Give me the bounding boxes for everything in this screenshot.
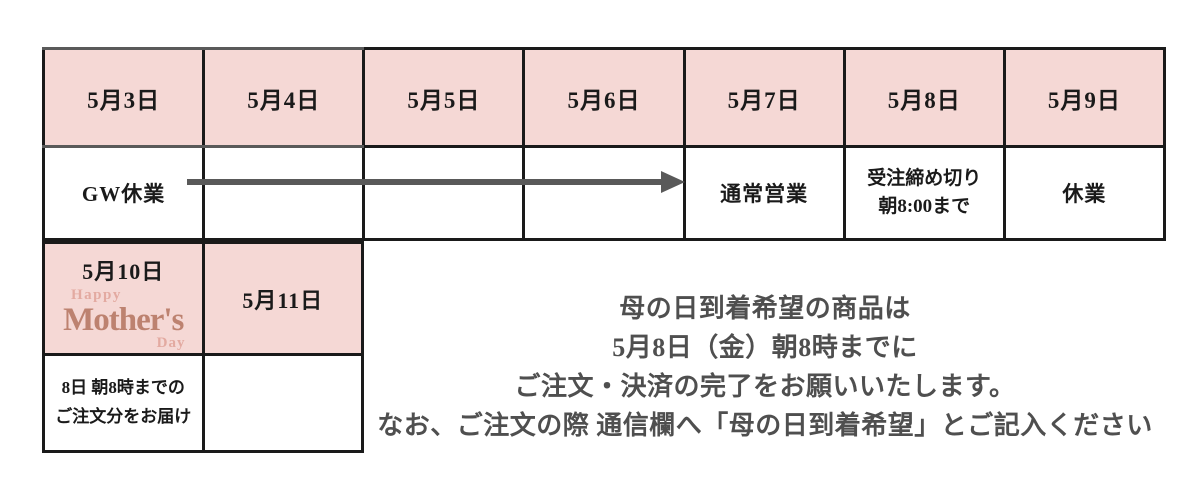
cell-closed: 休業 [1005, 148, 1163, 238]
cell-normal-business: 通常営業 [685, 148, 843, 238]
delivery-note-line2: ご注文分をお届け [55, 407, 192, 426]
cell-may10-mothers-day: 5月10日 Happy Mother's Day [45, 244, 202, 353]
gw-closure-arrow [187, 179, 663, 185]
logo-happy-text: Happy [71, 287, 122, 303]
header-cell-may9: 5月9日 [1005, 50, 1163, 145]
header-cell-may3: 5月3日 [45, 50, 203, 145]
notice-line2: 5月8日（金）朝8時までに [612, 333, 918, 362]
notice-line1: 母の日到着希望の商品は [619, 294, 911, 323]
mothers-day-order-notice: 母の日到着希望の商品は 5月8日（金）朝8時までに ご注文・決済の完了をお願いい… [364, 289, 1166, 445]
logo-mothers-text: Mother's [63, 302, 184, 338]
gray-border-top-segment [42, 47, 364, 50]
notice-line3: ご注文・決済の完了をお願いいたします。 [514, 372, 1016, 401]
cell-may6-empty [525, 148, 683, 238]
header-cell-may8: 5月8日 [845, 50, 1003, 145]
delivery-note-line1: 8日 朝8時までの [61, 378, 185, 398]
cell-may11: 5月11日 [204, 244, 361, 353]
cell-may11-empty [204, 356, 361, 450]
mothers-day-logo: Happy Mother's Day [45, 288, 202, 351]
cell-delivery-note: 8日 朝8時までの ご注文分をお届け [45, 356, 202, 450]
may10-date-label: 5月10日 [82, 259, 165, 284]
cell-may5-empty [365, 148, 523, 238]
order-deadline-line2: 朝8:00まで [878, 196, 971, 217]
gw-closure-arrowhead-icon [661, 171, 685, 193]
logo-day-text: Day [156, 335, 186, 351]
header-cell-may7: 5月7日 [685, 50, 843, 145]
header-cell-may5: 5月5日 [365, 50, 523, 145]
gray-border-middle-segment [42, 145, 364, 148]
gw-week-table: 5月3日 5月4日 5月5日 5月6日 5月7日 5月8日 5月9日 GW休業 … [42, 47, 1166, 241]
header-cell-may6: 5月6日 [525, 50, 683, 145]
cell-may4-empty [205, 148, 363, 238]
mothers-day-table: 5月10日 Happy Mother's Day 5月11日 8日 朝8時までの… [42, 241, 364, 453]
cell-order-deadline: 受注締め切り 朝8:00まで [845, 148, 1003, 238]
cell-gw-closure: GW休業 [45, 148, 203, 238]
header-cell-may4: 5月4日 [205, 50, 363, 145]
order-deadline-line1: 受注締め切り [867, 168, 982, 190]
notice-line4: なお、ご注文の際 通信欄へ「母の日到着希望」とご記入ください [377, 411, 1153, 440]
